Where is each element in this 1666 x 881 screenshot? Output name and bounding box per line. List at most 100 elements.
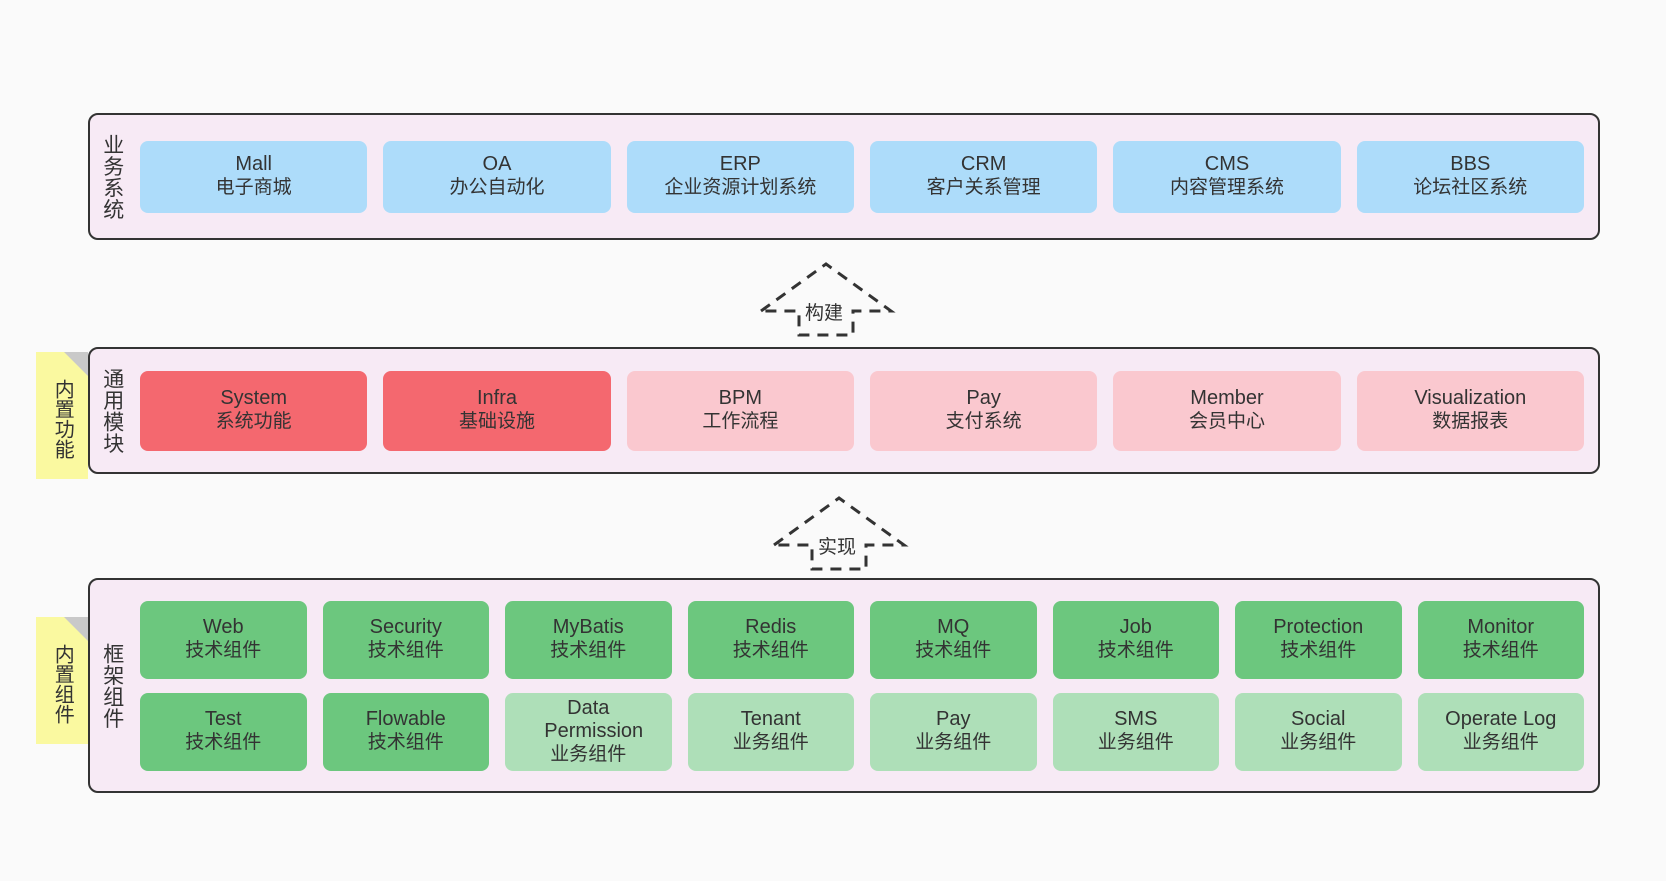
arrow-implement: 实现 — [769, 492, 910, 572]
node-subtitle: 业务组件 — [1097, 731, 1174, 753]
node-subtitle: 技术组件 — [185, 731, 262, 753]
node-subtitle: 技术组件 — [1462, 639, 1539, 661]
arrow-build: 构建 — [756, 258, 897, 338]
node-pay[interactable]: Pay 支付系统 — [869, 370, 1098, 451]
note-label: 内置功能 — [51, 378, 74, 459]
node-bpm[interactable]: BPM 工作流程 — [626, 370, 854, 451]
node-mybatis[interactable]: MyBatis 技术组件 — [505, 600, 672, 679]
node-infra[interactable]: Infra 基础设施 — [383, 370, 611, 451]
node-pay-component[interactable]: Pay 业务组件 — [870, 692, 1037, 771]
node-job[interactable]: Job 技术组件 — [1052, 600, 1219, 679]
node-subtitle: 技术组件 — [367, 731, 444, 753]
node-title: MyBatis — [552, 616, 624, 639]
node-redis[interactable]: Redis 技术组件 — [687, 600, 854, 679]
node-title: CRM — [960, 153, 1007, 176]
node-subtitle: 支付系统 — [945, 410, 1022, 432]
node-subtitle: 客户关系管理 — [926, 176, 1041, 198]
node-subtitle: 技术组件 — [550, 639, 627, 661]
node-mq[interactable]: MQ 技术组件 — [870, 600, 1037, 679]
note-fold-corner — [64, 617, 88, 641]
node-title: SMS — [1114, 708, 1158, 731]
node-title: Data Permission — [544, 696, 644, 743]
node-web[interactable]: Web 技术组件 — [140, 600, 307, 679]
node-title: System — [220, 387, 287, 410]
node-title: BPM — [718, 387, 762, 410]
node-subtitle: 业务组件 — [1462, 731, 1539, 753]
node-title: Social — [1291, 708, 1346, 731]
node-title: Operate Log — [1445, 708, 1557, 731]
node-title: Tenant — [740, 708, 801, 731]
node-member[interactable]: Member 会员中心 — [1113, 370, 1341, 451]
note-builtin-components: 内置组件 — [36, 617, 88, 744]
node-title: Pay — [936, 708, 971, 731]
layer-title-framework-component: 框架组件 — [100, 642, 124, 729]
node-subtitle: 技术组件 — [185, 639, 262, 661]
node-subtitle: 技术组件 — [1097, 639, 1174, 661]
arrow-build-label: 构建 — [805, 303, 844, 324]
arrow-implement-label: 实现 — [818, 537, 857, 558]
node-bbs[interactable]: BBS 论坛社区系统 — [1356, 140, 1584, 213]
node-subtitle: 技术组件 — [732, 639, 809, 661]
node-system[interactable]: System 系统功能 — [140, 370, 368, 451]
node-title: ERP — [719, 153, 761, 176]
node-test[interactable]: Test 技术组件 — [140, 692, 307, 771]
node-subtitle: 数据报表 — [1432, 410, 1509, 432]
node-subtitle: 电子商城 — [215, 176, 292, 198]
node-row: Test 技术组件 Flowable 技术组件 Data Permission … — [140, 692, 1584, 771]
node-subtitle: 业务组件 — [915, 731, 992, 753]
node-data-permission[interactable]: Data Permission 业务组件 — [505, 692, 672, 771]
node-subtitle: 基础设施 — [458, 410, 535, 432]
node-erp[interactable]: ERP 企业资源计划系统 — [626, 140, 854, 213]
node-title: Protection — [1273, 616, 1364, 639]
layer-framework-component: 框架组件 Web 技术组件 Security 技术组件 MyBatis 技术组件… — [88, 578, 1600, 793]
layer-body-business-system: Mall 电子商城 OA 办公自动化 ERP 企业资源计划系统 CRM 客户关系… — [134, 115, 1598, 238]
node-title: Web — [202, 616, 244, 639]
node-subtitle: 办公自动化 — [449, 176, 545, 198]
node-title: Member — [1190, 387, 1264, 410]
node-protection[interactable]: Protection 技术组件 — [1235, 600, 1402, 679]
layer-title-common-module: 通用模块 — [100, 367, 124, 454]
node-visualization[interactable]: Visualization 数据报表 — [1356, 370, 1584, 451]
layer-business-system: 业务系统 Mall 电子商城 OA 办公自动化 ERP 企业资源计划系统 CRM… — [88, 113, 1600, 240]
node-subtitle: 业务组件 — [1280, 731, 1357, 753]
node-subtitle: 技术组件 — [915, 639, 992, 661]
node-subtitle: 企业资源计划系统 — [664, 176, 817, 198]
layer-title-business-system: 业务系统 — [100, 133, 124, 220]
node-subtitle: 工作流程 — [702, 410, 779, 432]
node-subtitle: 技术组件 — [1280, 639, 1357, 661]
node-tenant[interactable]: Tenant 业务组件 — [687, 692, 854, 771]
node-monitor[interactable]: Monitor 技术组件 — [1417, 600, 1584, 679]
node-mall[interactable]: Mall 电子商城 — [140, 140, 368, 213]
node-subtitle: 内容管理系统 — [1169, 176, 1284, 198]
node-subtitle: 系统功能 — [215, 410, 292, 432]
layer-body-framework-component: Web 技术组件 Security 技术组件 MyBatis 技术组件 Redi… — [134, 580, 1598, 791]
node-crm[interactable]: CRM 客户关系管理 — [869, 140, 1098, 213]
node-title: Test — [204, 708, 242, 731]
node-subtitle: 业务组件 — [550, 743, 627, 765]
node-title: Visualization — [1414, 387, 1527, 410]
node-oa[interactable]: OA 办公自动化 — [383, 140, 611, 213]
node-title: Flowable — [365, 708, 446, 731]
node-title: Pay — [966, 387, 1001, 410]
node-title: CMS — [1204, 153, 1250, 176]
node-operate-log[interactable]: Operate Log 业务组件 — [1417, 692, 1584, 771]
node-subtitle: 业务组件 — [732, 731, 809, 753]
node-row: Web 技术组件 Security 技术组件 MyBatis 技术组件 Redi… — [140, 600, 1584, 679]
node-title: BBS — [1450, 153, 1491, 176]
node-title: MQ — [937, 616, 970, 639]
layer-common-module: 通用模块 System 系统功能 Infra 基础设施 BPM 工作流程 Pay… — [88, 347, 1600, 474]
node-title: Mall — [235, 153, 272, 176]
node-sms[interactable]: SMS 业务组件 — [1052, 692, 1219, 771]
node-social[interactable]: Social 业务组件 — [1235, 692, 1402, 771]
node-row: Mall 电子商城 OA 办公自动化 ERP 企业资源计划系统 CRM 客户关系… — [140, 140, 1584, 213]
node-row: System 系统功能 Infra 基础设施 BPM 工作流程 Pay 支付系统… — [140, 370, 1584, 451]
node-cms[interactable]: CMS 内容管理系统 — [1113, 140, 1341, 213]
node-title: Redis — [745, 616, 797, 639]
node-title: Job — [1119, 616, 1152, 639]
layer-body-common-module: System 系统功能 Infra 基础设施 BPM 工作流程 Pay 支付系统… — [134, 349, 1598, 472]
note-label: 内置组件 — [51, 643, 74, 724]
note-builtin-features: 内置功能 — [36, 352, 88, 479]
node-title: Infra — [476, 387, 517, 410]
node-flowable[interactable]: Flowable 技术组件 — [322, 692, 489, 771]
node-security[interactable]: Security 技术组件 — [322, 600, 489, 679]
